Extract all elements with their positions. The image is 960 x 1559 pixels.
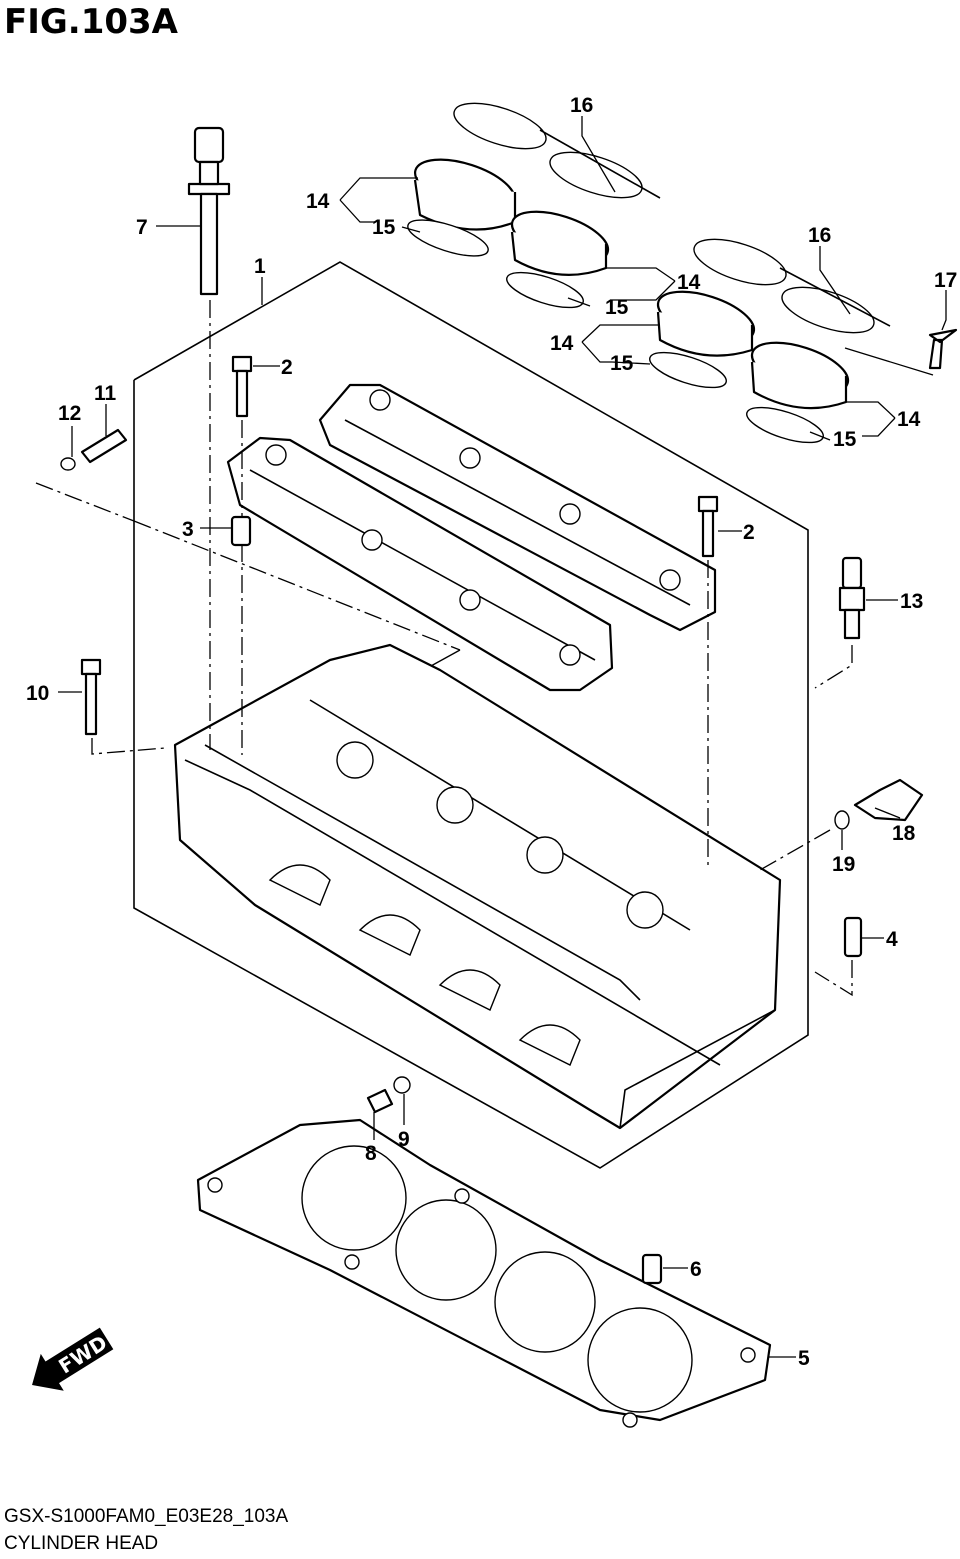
callout-12: 12	[58, 402, 81, 425]
camshaft-holders	[226, 383, 717, 692]
callout-5: 5	[798, 1347, 810, 1370]
callout-17: 17	[934, 269, 957, 292]
callout-labels: 1 2 2 3 4 5 6 7 8 9 10 11 12 13 14 14 14…	[26, 94, 957, 1370]
callout-13: 13	[900, 590, 923, 613]
intake-boot-group	[407, 102, 958, 444]
callout-7: 7	[136, 216, 148, 239]
callout-9: 9	[398, 1128, 410, 1151]
callout-14-c: 14	[550, 332, 574, 355]
callout-16-a: 16	[570, 94, 593, 117]
callout-15-c: 15	[610, 352, 634, 375]
callout-14-b: 14	[677, 271, 701, 294]
callout-15-b: 15	[605, 296, 629, 319]
figure-name: CYLINDER HEAD	[4, 1533, 159, 1554]
fwd-label: FWD	[54, 1330, 111, 1378]
callout-2-lower: 2	[743, 521, 755, 544]
callout-16-b: 16	[808, 224, 831, 247]
figure-title: FIG.103A	[4, 2, 178, 42]
callout-4: 4	[886, 928, 898, 951]
fwd-arrow-icon: FWD	[32, 1327, 114, 1391]
callout-8: 8	[365, 1142, 377, 1165]
cylinder-head-body	[173, 643, 782, 1130]
callout-15-d: 15	[833, 428, 857, 451]
callout-6: 6	[690, 1258, 702, 1281]
figure-model-code: GSX-S1000FAM0_E03E28_103A	[4, 1506, 289, 1527]
callout-1: 1	[254, 255, 266, 278]
callout-11: 11	[94, 382, 117, 405]
small-parts	[60, 126, 924, 1285]
callout-10: 10	[26, 682, 49, 705]
callout-15-a: 15	[372, 216, 396, 239]
callout-14-a: 14	[306, 190, 330, 213]
callout-14-d: 14	[897, 408, 921, 431]
callout-19: 19	[832, 853, 855, 876]
callout-3: 3	[182, 518, 194, 541]
leader-lines	[58, 116, 947, 1358]
callout-2-upper: 2	[281, 356, 293, 379]
callout-18: 18	[892, 822, 916, 845]
head-gasket	[196, 1118, 772, 1428]
